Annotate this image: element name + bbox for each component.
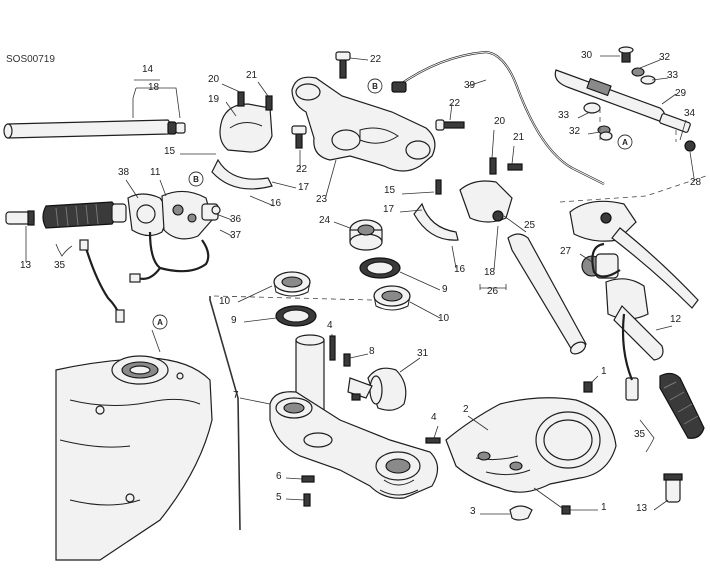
callout-2: 2 bbox=[463, 404, 469, 415]
dust-seal-right bbox=[359, 257, 401, 279]
dust-seal-left bbox=[275, 305, 317, 327]
callout-22: 22 bbox=[370, 54, 382, 65]
callout-18: 18 bbox=[484, 267, 496, 278]
svg-text:A: A bbox=[622, 138, 628, 147]
left-bar-end bbox=[5, 210, 35, 226]
callout-8: 8 bbox=[369, 346, 375, 357]
callout-1: 1 bbox=[601, 502, 607, 513]
callout-34: 34 bbox=[684, 108, 696, 119]
callout-35: 35 bbox=[54, 260, 66, 271]
horn bbox=[343, 353, 407, 411]
reference-marker-b-1: B bbox=[367, 78, 383, 94]
bearing-lower-right bbox=[373, 285, 411, 311]
right-bar-end bbox=[663, 473, 683, 503]
callout-36: 36 bbox=[230, 214, 242, 225]
svg-text:B: B bbox=[193, 175, 199, 184]
callout-25: 25 bbox=[524, 220, 536, 231]
right-grip bbox=[659, 372, 705, 439]
callout-15: 15 bbox=[384, 185, 396, 196]
callout-10: 10 bbox=[219, 296, 231, 307]
frame-tank-section bbox=[55, 355, 213, 561]
callout-15: 15 bbox=[164, 146, 176, 157]
callout-24: 24 bbox=[319, 215, 331, 226]
callout-4: 4 bbox=[431, 412, 437, 423]
callout-7: 7 bbox=[233, 390, 239, 401]
callout-33: 33 bbox=[667, 70, 679, 81]
left-grip bbox=[42, 201, 127, 229]
bolt-6 bbox=[301, 475, 315, 483]
callout-20: 20 bbox=[208, 74, 220, 85]
right-clamp bbox=[413, 157, 523, 241]
callout-35: 35 bbox=[634, 429, 646, 440]
lower-bracket bbox=[445, 381, 617, 521]
callout-21: 21 bbox=[513, 132, 525, 143]
callout-27: 27 bbox=[560, 246, 572, 257]
callout-19: 19 bbox=[208, 94, 220, 105]
bearing-upper-left bbox=[273, 271, 311, 297]
callout-32: 32 bbox=[659, 52, 671, 63]
callout-30: 30 bbox=[581, 50, 593, 61]
callout-20: 20 bbox=[494, 116, 506, 127]
callout-16: 16 bbox=[270, 198, 282, 209]
right-throttle bbox=[605, 278, 664, 401]
callout-32: 32 bbox=[569, 126, 581, 137]
callout-11: 11 bbox=[150, 167, 161, 178]
callout-3: 3 bbox=[470, 506, 476, 517]
callout-9: 9 bbox=[231, 315, 237, 326]
callout-5: 5 bbox=[276, 492, 282, 503]
svg-text:A: A bbox=[157, 318, 163, 327]
svg-text:B: B bbox=[372, 82, 378, 91]
callout-13: 13 bbox=[636, 503, 648, 514]
callout-9: 9 bbox=[442, 284, 448, 295]
upper-triple-clamp bbox=[291, 51, 465, 172]
reference-marker-a-2: A bbox=[617, 134, 633, 150]
callout-14: 14 bbox=[142, 64, 154, 75]
callout-6: 6 bbox=[276, 471, 282, 482]
callout-4: 4 bbox=[327, 320, 333, 331]
left-clamp bbox=[211, 91, 273, 190]
callout-39: 39 bbox=[464, 80, 476, 91]
handlebar-tube-left bbox=[3, 119, 186, 139]
callout-33: 33 bbox=[558, 110, 570, 121]
callout-17: 17 bbox=[383, 204, 395, 215]
callout-21: 21 bbox=[246, 70, 258, 81]
callout-18: 18 bbox=[148, 82, 160, 93]
bolt-4b bbox=[425, 437, 441, 444]
handlebar-tube-right bbox=[507, 233, 587, 355]
callout-37: 37 bbox=[230, 230, 242, 241]
lower-triple-clamp bbox=[269, 391, 439, 499]
callout-1: 1 bbox=[601, 366, 607, 377]
bearing-upper-right bbox=[349, 219, 383, 251]
callout-13: 13 bbox=[20, 260, 32, 271]
reference-marker-b-2: B bbox=[188, 171, 204, 187]
callout-22: 22 bbox=[296, 164, 308, 175]
callout-31: 31 bbox=[417, 348, 429, 359]
callout-26: 26 bbox=[487, 286, 499, 297]
callout-12: 12 bbox=[670, 314, 682, 325]
callout-29: 29 bbox=[675, 88, 687, 99]
reference-marker-a-1: A bbox=[152, 314, 168, 330]
steering-damper bbox=[554, 46, 696, 152]
callout-10: 10 bbox=[438, 313, 450, 324]
left-switch-housing bbox=[127, 190, 221, 240]
callout-23: 23 bbox=[316, 194, 328, 205]
bolt-5 bbox=[303, 493, 311, 507]
bolt-4a bbox=[329, 335, 336, 361]
right-brake-lever bbox=[569, 200, 699, 309]
diagram-code: SOS00719 bbox=[6, 54, 55, 65]
callout-16: 16 bbox=[454, 264, 466, 275]
callout-28: 28 bbox=[690, 177, 702, 188]
callout-22: 22 bbox=[449, 98, 461, 109]
callout-38: 38 bbox=[118, 167, 130, 178]
callout-17: 17 bbox=[298, 182, 310, 193]
